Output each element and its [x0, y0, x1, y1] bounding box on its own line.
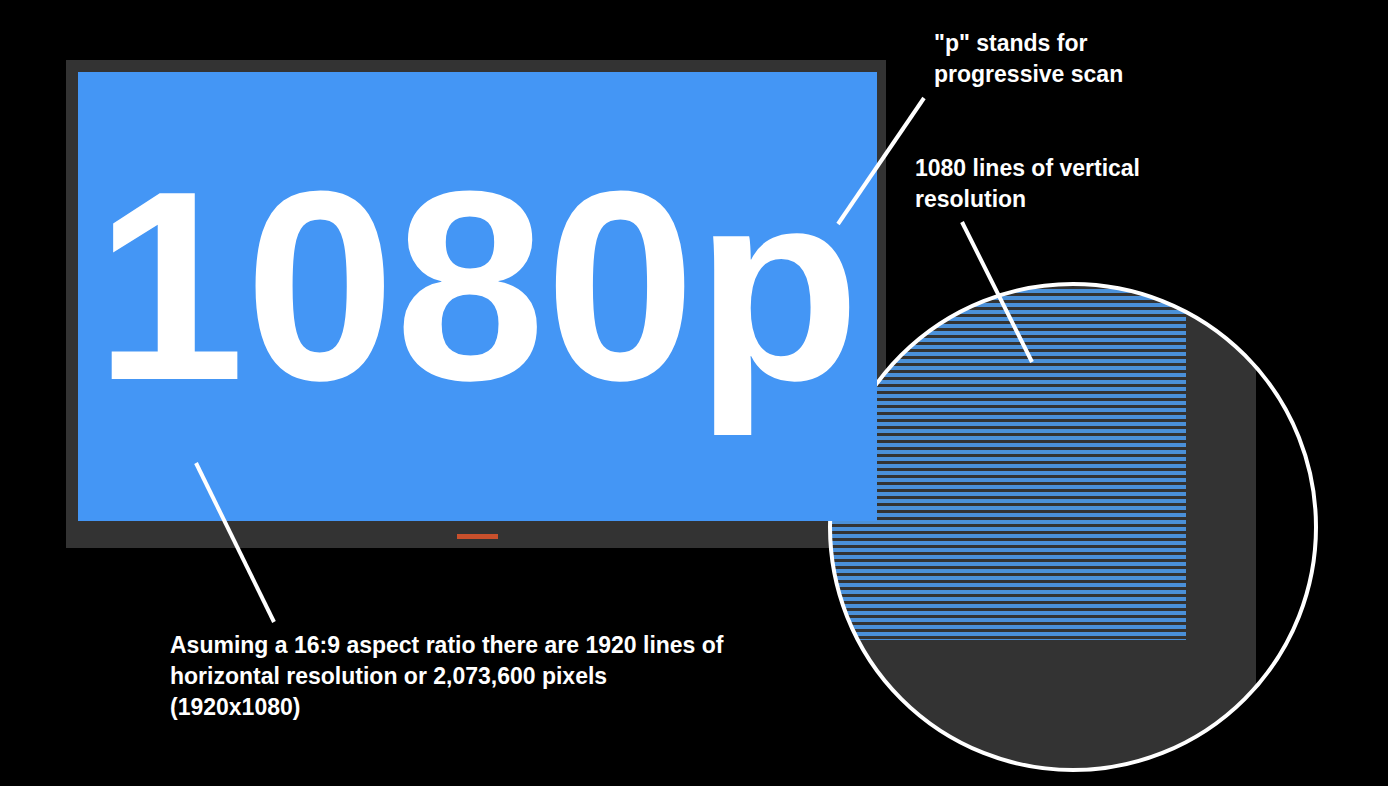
- tv-screen: 1080p: [78, 72, 877, 521]
- zoom-view: [820, 270, 1330, 786]
- tv-bezel: [66, 60, 886, 548]
- power-light: [457, 534, 498, 539]
- callout-label: Asuming a 16:9 aspect ratio there are 19…: [170, 630, 740, 723]
- leader-line: [962, 222, 1032, 362]
- callout-label: 1080 lines of vertical resolution: [915, 153, 1215, 215]
- resolution-title: 1080p: [78, 151, 877, 421]
- scan-lines: [820, 282, 1186, 640]
- zoom-circle: [830, 284, 1316, 770]
- leader-line: [838, 98, 924, 224]
- zoom-bezel: [820, 270, 1256, 786]
- callout-label: "p" stands for progressive scan: [934, 28, 1174, 90]
- leader-line: [196, 463, 274, 622]
